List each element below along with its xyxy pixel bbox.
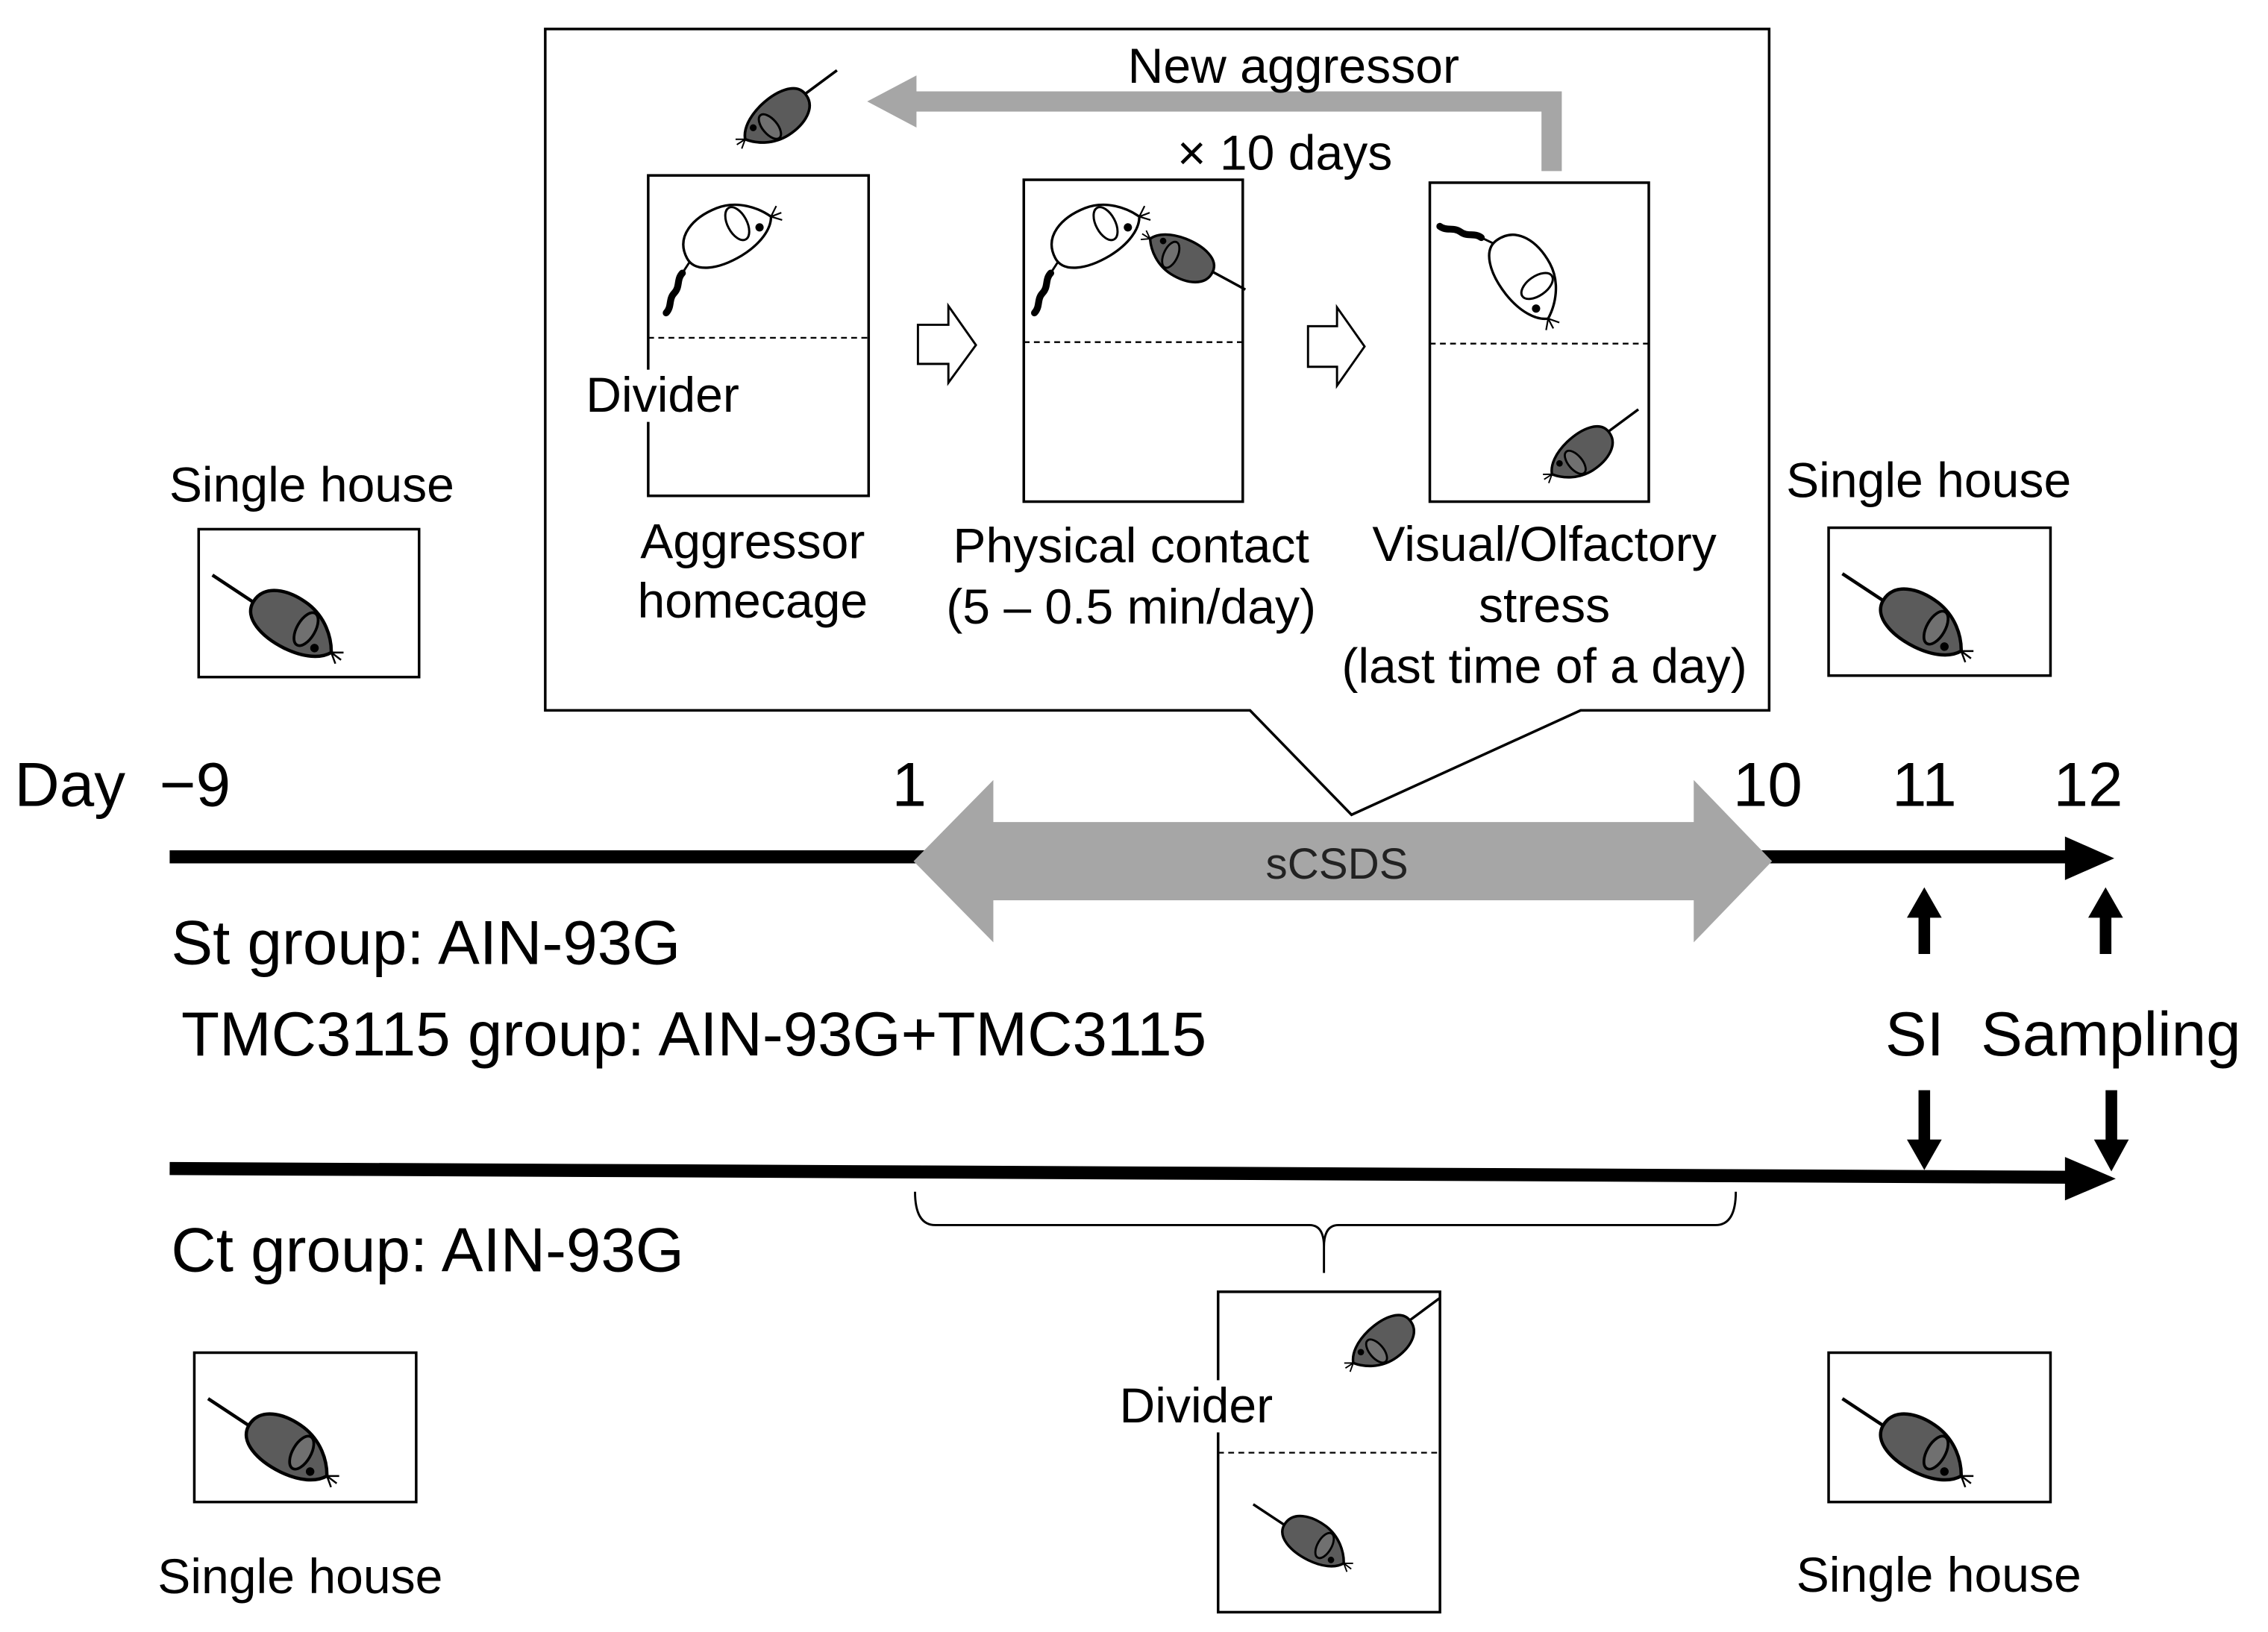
stress-timeline: sCSDS bbox=[169, 779, 2114, 943]
step-caption: (last time of a day) bbox=[1341, 638, 1747, 694]
control-single-house-post: Single house bbox=[1796, 1351, 2081, 1603]
day-tick-label: 1 bbox=[892, 750, 926, 820]
step-caption: Aggressor bbox=[640, 514, 865, 569]
single-house-label: Single house bbox=[157, 1549, 442, 1604]
control-group-label: Ct group: AIN-93G bbox=[171, 1215, 684, 1285]
sampling-event-label: Sampling bbox=[1981, 999, 2240, 1069]
divider-label: Divider bbox=[1120, 1378, 1274, 1434]
divider-label-backdrop bbox=[581, 369, 745, 422]
stress-group-label: St group: AIN-93G bbox=[171, 908, 680, 978]
day-tick-label: −9 bbox=[160, 750, 231, 820]
day-tick-label: 11 bbox=[1892, 750, 1957, 820]
scsds-label: sCSDS bbox=[1266, 840, 1409, 888]
new-aggressor-arrow-shaft bbox=[910, 91, 1562, 172]
sampling-up-arrow bbox=[2087, 887, 2123, 954]
step-caption: Visual/Olfactory bbox=[1372, 517, 1717, 572]
day-tick-label: 12 bbox=[2053, 750, 2123, 820]
day-tick-label: 10 bbox=[1733, 750, 1802, 820]
single-house-label: Single house bbox=[169, 458, 454, 513]
repeat-count-label: × 10 days bbox=[1177, 125, 1392, 181]
single-house-label: Single house bbox=[1796, 1548, 2081, 1603]
step-caption: homecage bbox=[638, 574, 868, 629]
si-up-arrow bbox=[1907, 887, 1942, 954]
si-event-label: SI bbox=[1885, 999, 1944, 1069]
step-caption: Physical contact bbox=[953, 518, 1309, 574]
procedure-inset: New aggressor × 10 days Divider Agg bbox=[544, 28, 1771, 817]
single-house-pre: Single house bbox=[169, 458, 454, 679]
stress-timeline-arrowhead bbox=[2064, 836, 2114, 880]
new-aggressor-arrow bbox=[867, 75, 1562, 172]
new-aggressor-arrow-head bbox=[867, 75, 917, 128]
step-caption: (5 – 0.5 min/day) bbox=[946, 580, 1316, 635]
sensory-stress-cage bbox=[1428, 181, 1652, 503]
control-single-house-pre: Single house bbox=[157, 1351, 442, 1604]
control-timeline-line bbox=[169, 1161, 2071, 1184]
control-timeline bbox=[169, 1157, 2116, 1201]
control-divider-cage: Divider bbox=[1115, 1281, 1453, 1614]
single-house-label: Single house bbox=[1786, 453, 2071, 509]
divider-period-brace bbox=[914, 1191, 1738, 1273]
step-caption: stress bbox=[1479, 578, 1610, 633]
physical-contact-cage bbox=[1002, 180, 1256, 503]
divider-label: Divider bbox=[586, 368, 739, 423]
new-aggressor-label: New aggressor bbox=[1128, 39, 1459, 94]
sampling-down-arrow bbox=[2093, 1090, 2129, 1172]
si-down-arrow bbox=[1907, 1090, 1942, 1170]
hollow-arrow-icon bbox=[916, 302, 977, 386]
tmc3115-group-label: TMC3115 group: AIN-93G+TMC3115 bbox=[181, 999, 1206, 1069]
day-axis-label: Day bbox=[14, 750, 125, 820]
scsds-period-arrow bbox=[913, 779, 1773, 943]
aggressor-homecage: Divider bbox=[581, 174, 871, 498]
divider-label-backdrop bbox=[1115, 1380, 1278, 1433]
single-house-post: Single house bbox=[1786, 453, 2071, 677]
hollow-arrow-icon bbox=[1306, 304, 1366, 389]
control-timeline-arrowhead bbox=[2064, 1157, 2116, 1201]
